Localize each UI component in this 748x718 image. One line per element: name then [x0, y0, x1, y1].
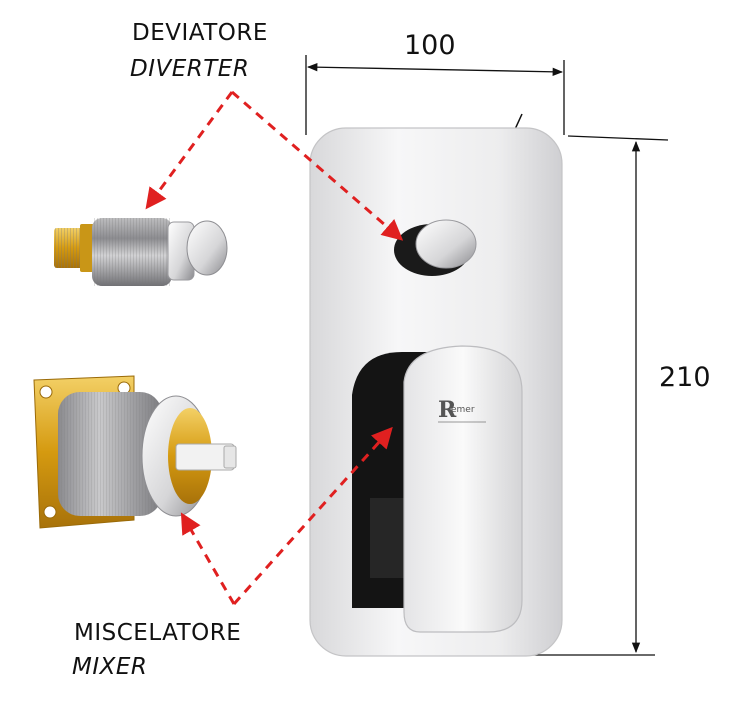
height-dimension-label: 210: [659, 362, 711, 393]
diverter-cartridge: [54, 218, 228, 286]
width-dimension-line: [305, 55, 565, 135]
svg-text:R: R: [438, 397, 457, 423]
diverter-leader-arrows: [145, 90, 404, 241]
width-dimension-label: 100: [404, 30, 456, 61]
diverter-label-english: DIVERTER: [130, 56, 250, 82]
svg-text:emer: emer: [451, 405, 475, 415]
diverter-knob: [394, 219, 477, 276]
height-dimension-line: [525, 135, 669, 656]
mixer-leader-arrows: [180, 426, 393, 606]
brand-logo: R emer: [438, 397, 486, 423]
diverter-label-italian: DEVIATORE: [132, 20, 268, 46]
mixer-lever: [352, 345, 523, 633]
mixer-label-english: MIXER: [72, 654, 148, 680]
mixer-label-italian: MISCELATORE: [74, 620, 242, 646]
mixer-cartridge: [33, 375, 237, 529]
